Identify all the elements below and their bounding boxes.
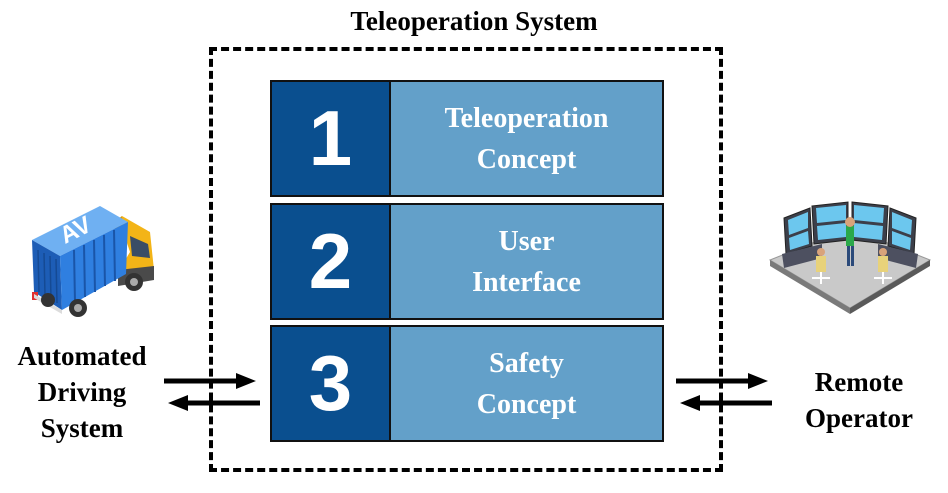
truck-icon: AV: [32, 206, 154, 317]
bidirectional-arrows-icon-right: [676, 373, 772, 411]
component-number-3: 3: [272, 327, 391, 440]
component-label-2-line1: User: [498, 225, 555, 257]
remote-operator-label: Remote Operator: [774, 364, 944, 436]
component-label-2-line2: Interface: [472, 266, 581, 298]
component-label-1-line1: Teleoperation: [444, 102, 609, 134]
component-number-2: 2: [272, 205, 391, 318]
component-label-1: Teleoperation Concept: [391, 82, 662, 195]
ads-label-line2: Driving: [37, 377, 127, 407]
component-label-3-line1: Safety: [489, 347, 564, 379]
component-row-3: 3 Safety Concept: [270, 325, 664, 442]
component-row-2: 2 User Interface: [270, 203, 664, 320]
bidirectional-arrows-icon: [164, 373, 260, 411]
component-number-1: 1: [272, 82, 391, 195]
diagram-title: Teleoperation System: [350, 6, 598, 36]
component-label-2: User Interface: [391, 205, 662, 318]
control-room-icon: [768, 201, 932, 314]
automated-driving-system-label: Automated Driving System: [2, 338, 162, 446]
teleoperation-system-boundary: [209, 47, 723, 472]
ads-label-line1: Automated: [17, 341, 147, 371]
component-label-3: Safety Concept: [391, 327, 662, 440]
component-label-3-line2: Concept: [476, 388, 577, 420]
component-label-1-line2: Concept: [476, 143, 577, 175]
component-row-1: 1 Teleoperation Concept: [270, 80, 664, 197]
ads-label-line3: System: [40, 413, 124, 443]
remote-operator-line2: Operator: [805, 403, 913, 433]
remote-operator-line1: Remote: [814, 367, 904, 397]
